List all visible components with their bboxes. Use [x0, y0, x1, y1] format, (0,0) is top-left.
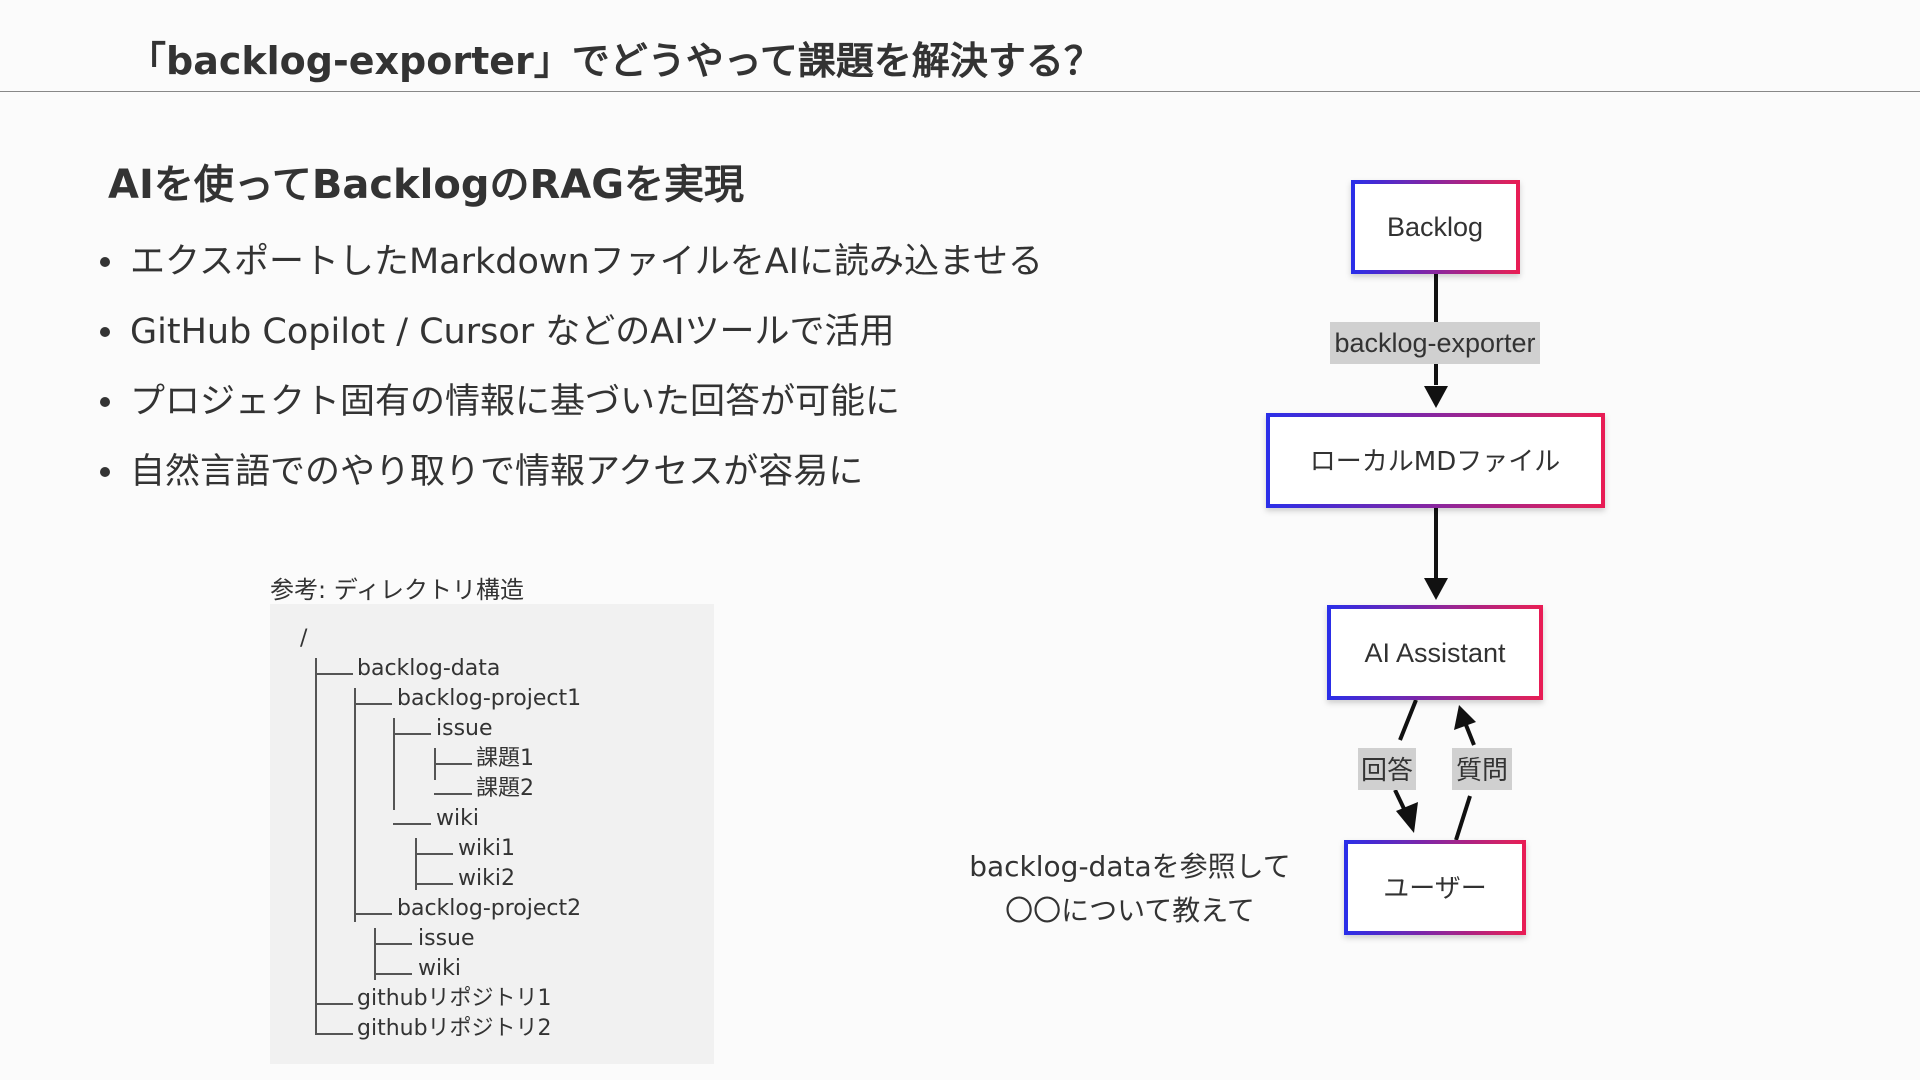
header-divider: [0, 91, 1920, 92]
tree-guide-line: [374, 928, 376, 980]
bullet-dot-icon: [100, 467, 110, 477]
edge-label-question: 質問: [1456, 756, 1508, 786]
edge-label-exporter: backlog-exporter: [1334, 328, 1535, 358]
bullet-item: エクスポートしたMarkdownファイルをAIに読み込ませる: [98, 232, 1043, 302]
arrow-head: [1454, 705, 1476, 730]
tree-guide-line: [354, 688, 356, 922]
tree-connector: [315, 673, 353, 675]
tree-connector: [393, 733, 431, 735]
bullet-item: GitHub Copilot / Cursor などのAIツールで活用: [98, 302, 1043, 372]
page-title: 「backlog-exporter」でどうやって課題を解決する？: [128, 39, 1102, 83]
arrow-head: [1396, 802, 1418, 833]
section-heading: AIを使ってBacklogのRAGを実現: [108, 162, 745, 208]
tree-entry: backlog-data: [357, 656, 501, 681]
tree-entry: backlog-project2: [397, 896, 582, 921]
arrow-user-to-ai-question: [1454, 795, 1472, 841]
tree-connector: [354, 703, 392, 705]
node-user: ユーザー: [1344, 840, 1526, 935]
node-label: Backlog: [1387, 212, 1483, 242]
directory-tree: / backlog-data backlog-project1 issue 課題…: [270, 604, 714, 1064]
tree-connector: [415, 883, 453, 885]
user-note-line: 〇〇について教えて: [1005, 894, 1255, 927]
edge-label-bg: [1358, 748, 1416, 790]
node-label: AI Assistant: [1364, 638, 1506, 668]
tree-caption: 参考: ディレクトリ構造: [270, 576, 525, 604]
tree-entry: wiki: [436, 806, 479, 831]
node-label: ユーザー: [1383, 874, 1486, 904]
tree-connector: [374, 943, 412, 945]
bullet-list: エクスポートしたMarkdownファイルをAIに読み込ませる GitHub Co…: [98, 232, 1043, 512]
tree-connector: [434, 763, 472, 765]
bullet-text: エクスポートしたMarkdownファイルをAIに読み込ませる: [130, 242, 1043, 282]
arrow-ai-to-user-answer: [1398, 699, 1418, 741]
tree-entry: 課題2: [476, 776, 534, 801]
user-note: backlog-dataを参照して 〇〇について教えて: [940, 845, 1320, 933]
tree-entry: 課題1: [476, 746, 534, 771]
user-note-line: backlog-dataを参照して: [969, 850, 1291, 883]
tree-guide-line: [393, 718, 395, 810]
tree-connector: [315, 1033, 353, 1035]
tree-connector: [393, 823, 431, 825]
node-backlog: Backlog: [1351, 180, 1520, 274]
bullet-text: GitHub Copilot / Cursor などのAIツールで活用: [130, 312, 895, 352]
tree-entry: backlog-project1: [397, 686, 582, 711]
tree-guide-line: [415, 838, 417, 890]
tree-connector: [434, 793, 472, 795]
tree-entry: githubリポジトリ1: [357, 986, 552, 1011]
tree-entry: wiki2: [458, 866, 515, 891]
tree-guide-line: [315, 658, 317, 1034]
bullet-text: プロジェクト固有の情報に基づいた回答が可能に: [130, 382, 901, 422]
bullet-text: 自然言語でのやり取りで情報アクセスが容易に: [130, 452, 864, 492]
tree-entry: wiki1: [458, 836, 515, 861]
node-label: ローカルMDファイル: [1310, 447, 1560, 477]
tree-entry: githubリポジトリ2: [357, 1016, 552, 1041]
edge-label-bg: [1452, 748, 1512, 790]
arrow-head: [1424, 578, 1448, 600]
arrow-user-to-ai-question: [1464, 724, 1476, 746]
tree-entry: wiki: [418, 956, 461, 981]
bullet-dot-icon: [100, 397, 110, 407]
bullet-dot-icon: [100, 327, 110, 337]
node-ai-assistant: AI Assistant: [1327, 605, 1543, 700]
tree-connector: [415, 853, 453, 855]
tree-connector: [374, 973, 412, 975]
tree-connector: [354, 913, 392, 915]
bullet-item: 自然言語でのやり取りで情報アクセスが容易に: [98, 442, 1043, 512]
arrow-head: [1424, 386, 1448, 408]
bullet-dot-icon: [100, 257, 110, 267]
tree-entry: issue: [436, 716, 493, 741]
tree-entry-root: /: [300, 626, 308, 651]
node-local-md: ローカルMDファイル: [1266, 413, 1605, 508]
bullet-item: プロジェクト固有の情報に基づいた回答が可能に: [98, 372, 1043, 442]
tree-connector: [315, 1003, 353, 1005]
edge-label-bg: [1330, 322, 1540, 364]
tree-entry: issue: [418, 926, 475, 951]
edge-label-answer: 回答: [1361, 756, 1413, 786]
